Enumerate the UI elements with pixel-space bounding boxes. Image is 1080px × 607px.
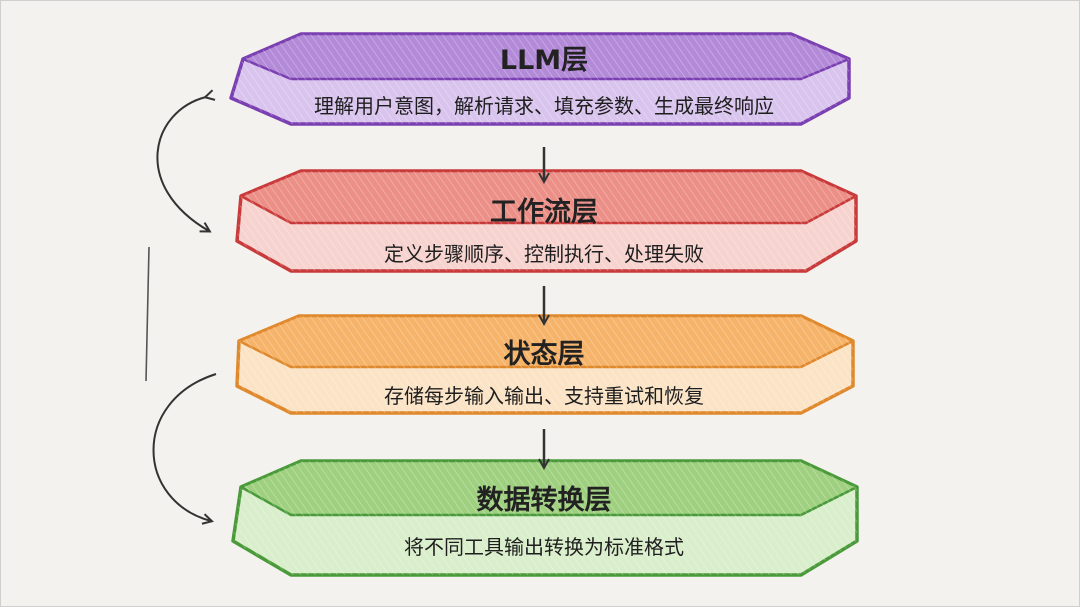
layer-workflow-hatch [237, 171, 856, 271]
layer-state-description: 存储每步输入输出、支持重试和恢复 [384, 384, 704, 408]
feedback-arrow-state-data [152, 373, 217, 521]
layer-state: 状态层 存储每步输入输出、支持重试和恢复 [235, 314, 855, 415]
layer-llm-hatch [231, 34, 849, 124]
layer-llm-description: 理解用户意图，解析请求、填充参数、生成最终响应 [314, 94, 774, 118]
layer-llm: LLM层 理解用户意图，解析请求、填充参数、生成最终响应 [229, 32, 851, 126]
layer-state-title: 状态层 [504, 339, 585, 370]
layer-data-transform-description: 将不同工具输出转换为标准格式 [404, 535, 684, 559]
layer-workflow: 工作流层 定义步骤顺序、控制执行、处理失败 [235, 169, 858, 273]
layer-data-transform: 数据转换层 将不同工具输出转换为标准格式 [231, 459, 859, 577]
layer-data-transform-title: 数据转换层 [477, 485, 612, 516]
layer-state-hatch [237, 316, 853, 413]
feedback-arrow-llm-workflow [156, 97, 209, 231]
layer-workflow-description: 定义步骤顺序、控制执行、处理失败 [384, 242, 704, 266]
layer-data-transform-hatch [233, 461, 857, 575]
layer-workflow-title: 工作流层 [490, 197, 598, 228]
layer-llm-title: LLM层 [500, 45, 588, 76]
feedback-line-left [145, 246, 150, 382]
